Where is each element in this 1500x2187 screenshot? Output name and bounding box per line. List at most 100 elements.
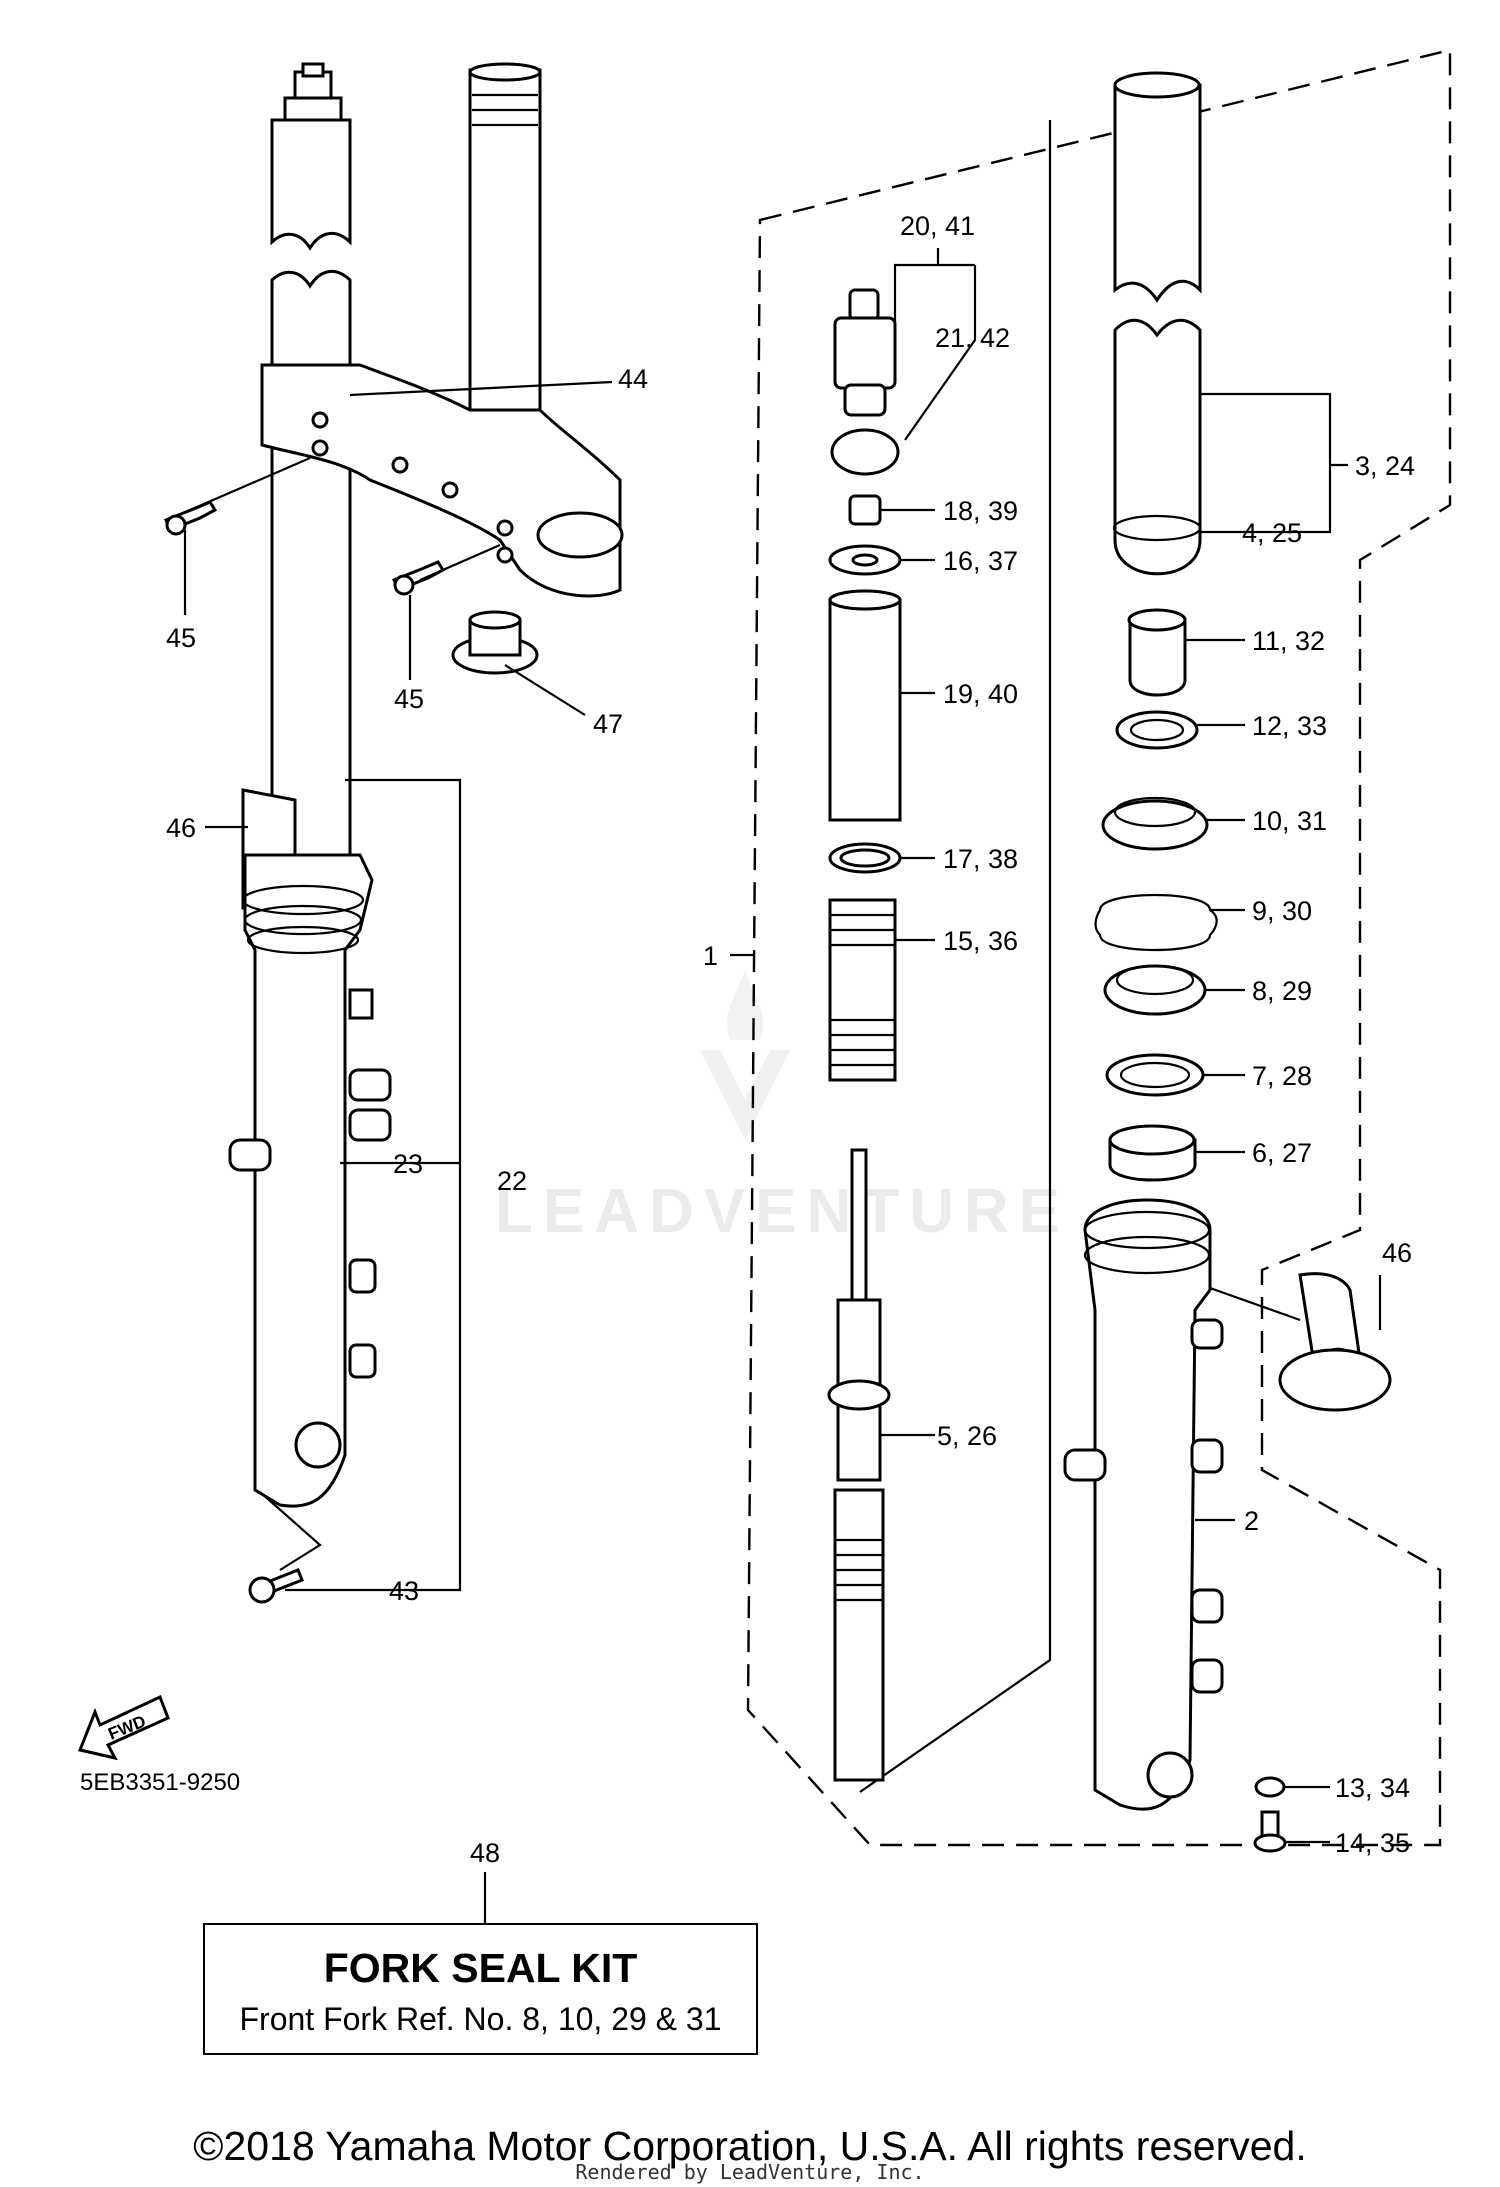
callout-7-28: 7, 28 [1252, 1061, 1312, 1091]
bracket-bolt-hole [311, 411, 329, 429]
callout-2: 2 [1244, 1506, 1259, 1536]
bracket-bolt-hole [391, 456, 409, 474]
outer-tube-ring [243, 904, 363, 936]
bracket-bolt-hole [496, 519, 514, 537]
callout-46a: 46 [166, 813, 196, 843]
caliper-mount-2 [1063, 1448, 1107, 1482]
retaining-clip-9 [1094, 893, 1218, 952]
stopper-12 [1115, 710, 1199, 750]
cap-bolt-20 [833, 316, 897, 390]
callout-12-33: 12, 33 [1252, 711, 1327, 741]
callout-15-36: 15, 36 [943, 926, 1018, 956]
callout-45b: 45 [394, 684, 424, 714]
callout-17-38: 17, 38 [943, 844, 1018, 874]
lug-2 [1190, 1438, 1224, 1474]
rendered-by-notice: Rendered by LeadVenture, Inc. [575, 2160, 925, 2184]
outer-tube-lug [348, 988, 374, 1020]
callout-4-25: 4, 25 [1242, 518, 1302, 548]
bolt-45-right-head [393, 574, 415, 596]
stem-thread [472, 93, 538, 127]
lug-2 [1190, 1658, 1224, 1694]
stopper-12-inner [1129, 718, 1185, 742]
outer-tube-lug [348, 1258, 377, 1294]
fork-guard-46-ring [1278, 1348, 1392, 1412]
callout-18-39: 18, 39 [943, 496, 1018, 526]
callout-11-32: 11, 32 [1252, 626, 1325, 656]
outer-tube-2-rim [1083, 1210, 1211, 1250]
fork-spring-15 [828, 898, 897, 1082]
axle-bore [294, 1421, 342, 1469]
leader-45b [419, 543, 501, 582]
assembly-1-boundary [746, 48, 1452, 1847]
cap-bolt-top [848, 288, 880, 322]
leader-43 [259, 1491, 322, 1571]
callout-47: 47 [593, 709, 623, 739]
washer-17-hole [839, 848, 891, 868]
fork-seal-kit-box: FORK SEAL KIT Front Fork Ref. No. 8, 10,… [203, 1923, 758, 2055]
diagram-code: 5EB3351-9250 [80, 1769, 240, 1796]
inner-tube-3-upper [1113, 83, 1202, 303]
bracket-bolt-hole [441, 481, 459, 499]
outer-tube-ring [241, 884, 365, 916]
lug-2 [1190, 1588, 1224, 1624]
kit-title: FORK SEAL KIT [323, 1945, 638, 1991]
outer-tube [243, 853, 374, 1508]
leader-44 [349, 380, 613, 397]
outer-tube-lug [348, 1108, 392, 1142]
outer-tube-ring [246, 925, 360, 955]
copyright-notice: ©2018 Yamaha Motor Corporation, U.S.A. A… [193, 2123, 1307, 2169]
spring-coils [830, 913, 895, 1067]
callout-3-24: 3, 24 [1355, 451, 1415, 481]
outer-tube-lug [348, 1068, 392, 1102]
fwd-arrow-label: FWD [106, 1712, 149, 1744]
callout-23: 23 [393, 1149, 423, 1179]
callout-14-35: 14, 35 [1335, 1828, 1410, 1858]
spacer-19-top [828, 589, 902, 611]
bracket-clamp-bore [536, 511, 624, 559]
outer-tube-2-rim [1083, 1235, 1211, 1275]
inner-tube [270, 270, 352, 872]
oil-seal-8-inner [1115, 964, 1195, 996]
leader-20-21 [893, 248, 977, 441]
caliper-mount [228, 1138, 272, 1172]
callout-9-30: 9, 30 [1252, 896, 1312, 926]
nut-18 [848, 494, 882, 526]
fork-cap-adjuster [301, 62, 325, 78]
damper-rod-upper [850, 1148, 868, 1302]
right-exploded-parts [483, 71, 1392, 1923]
left-fork-assembly [77, 62, 624, 1761]
callout-1: 1 [703, 941, 718, 971]
leader-46b [1209, 1286, 1301, 1322]
assembly-1-inner-line [859, 120, 1052, 1793]
leader-45a [189, 456, 311, 512]
inner-tube-upper-segment [270, 118, 352, 251]
callout-44: 44 [618, 364, 648, 394]
callout-20-41: 20, 41 [900, 211, 975, 241]
outer-tube-lug [348, 1343, 377, 1379]
callout-8-29: 8, 29 [1252, 976, 1312, 1006]
callout-46b: 46 [1382, 1238, 1412, 1268]
damper-rod-collar [827, 1379, 891, 1411]
bracket-bolt-hole [311, 439, 329, 457]
washer-16-hole [851, 553, 879, 567]
bracket-22 [285, 778, 462, 1592]
callout-48: 48 [470, 1838, 500, 1868]
watermark-text: LEADVENTURE [495, 1177, 1070, 1246]
cap-47-top [468, 610, 522, 630]
axle-bore-2 [1146, 1751, 1194, 1799]
bolt-43-head [248, 1576, 276, 1604]
bolt-14-head [1253, 1833, 1287, 1853]
fork-cap-nut [283, 96, 343, 122]
callout-22: 22 [497, 1166, 527, 1196]
callout-45a: 45 [166, 623, 196, 653]
callout-5-26: 5, 26 [937, 1421, 997, 1451]
callout-13-34: 13, 34 [1335, 1773, 1410, 1803]
bracket-3-4 [1200, 392, 1332, 534]
damper-ribs [835, 1538, 883, 1602]
outer-tube-2 [1083, 1198, 1212, 1811]
callout-10-31: 10, 31 [1252, 806, 1327, 836]
cap-bolt-base [843, 383, 887, 417]
lug-2 [1190, 1318, 1224, 1350]
callout-21-42: 21, 42 [935, 323, 1010, 353]
